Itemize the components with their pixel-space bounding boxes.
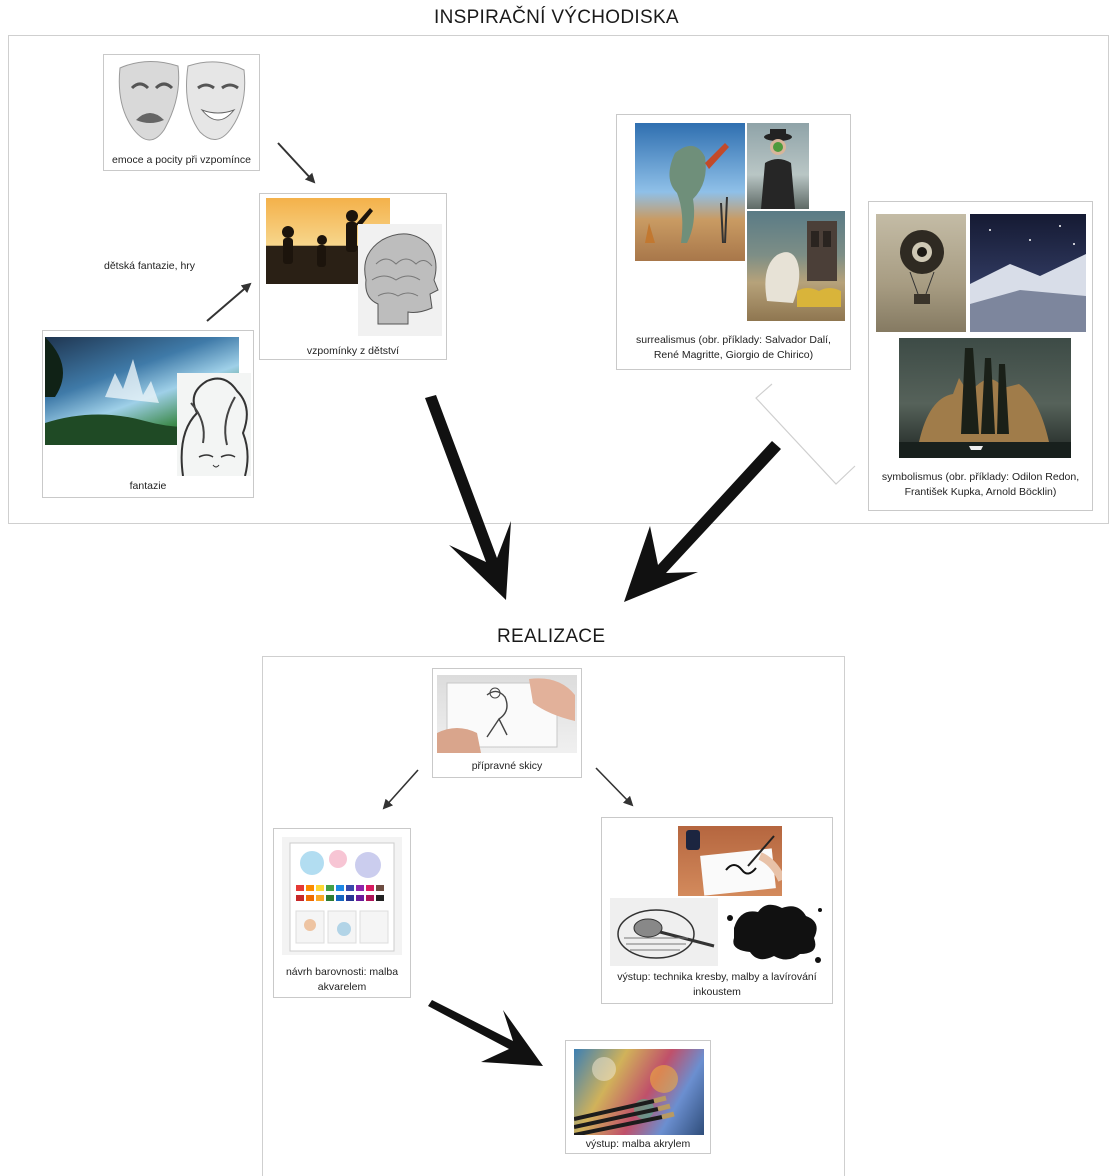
fantasy-caption: fantazie xyxy=(129,480,167,492)
acrylic-caption: výstup: malba akrylem xyxy=(585,1138,691,1150)
ink-caption: výstup: technika kresby, malby a lavírov… xyxy=(617,971,817,998)
childhood-memories-card: vzpomínky z dětství xyxy=(259,193,447,360)
watercolor-palette-image xyxy=(282,837,402,955)
arrow-sketches-to-watercolor xyxy=(382,769,419,810)
childhood-memories-caption: vzpomínky z dětství xyxy=(306,345,400,357)
big-arrow-right xyxy=(624,441,781,602)
theatre-masks-image xyxy=(112,58,252,150)
ink-blot-image xyxy=(722,898,826,966)
arrow-masks-to-childhood xyxy=(277,142,316,184)
acrylic-card: výstup: malba akrylem xyxy=(565,1040,711,1154)
de-chirico-painting-image xyxy=(747,211,845,321)
acrylic-brushes-image xyxy=(574,1049,704,1135)
surrealism-caption: surrealismus (obr. příklady: Salvador Da… xyxy=(636,334,831,361)
surrealism-card: surrealismus (obr. příklady: Salvador Da… xyxy=(616,114,851,370)
sketches-caption: přípravné skicy xyxy=(471,760,543,772)
redon-eye-balloon-image xyxy=(876,214,966,332)
realization-frame xyxy=(262,656,845,1176)
arrow-sketches-to-ink xyxy=(595,767,634,807)
big-arrow-left xyxy=(425,395,511,600)
magritte-painting-image xyxy=(747,123,809,209)
kupka-night-image xyxy=(970,214,1086,332)
sketching-hands-image xyxy=(437,675,577,753)
bocklin-isle-image xyxy=(899,338,1071,458)
watercolor-caption: návrh barovnosti: malba akvarelem xyxy=(285,966,399,993)
grouping-bracket xyxy=(755,383,856,485)
face-drawing-image xyxy=(177,373,251,476)
masks-caption: emoce a pocity při vzpomínce xyxy=(112,154,251,166)
big-arrow-watercolor-to-acrylic xyxy=(428,1000,543,1066)
inspiration-title: INSPIRAČNÍ VÝCHODISKA xyxy=(434,7,679,28)
ink-pen-image xyxy=(678,826,782,896)
symbolism-card: symbolismus (obr. příklady: Odilon Redon… xyxy=(868,201,1093,511)
arrow-fantasy-to-childhood xyxy=(206,282,252,322)
spoon-etching-image xyxy=(610,898,718,966)
brain-collage-image xyxy=(358,224,442,336)
child-fantasy-label: dětská fantazie, hry xyxy=(104,260,196,272)
ink-card: výstup: technika kresby, malby a lavírov… xyxy=(601,817,833,1004)
dali-painting-image xyxy=(635,123,745,261)
sketches-card: přípravné skicy xyxy=(432,668,582,778)
symbolism-caption: symbolismus (obr. příklady: Odilon Redon… xyxy=(881,471,1080,498)
masks-card: emoce a pocity při vzpomínce xyxy=(103,54,260,171)
realization-title: REALIZACE xyxy=(497,626,606,647)
fantasy-card: fantazie xyxy=(42,330,254,498)
watercolor-card: návrh barovnosti: malba akvarelem xyxy=(273,828,411,998)
